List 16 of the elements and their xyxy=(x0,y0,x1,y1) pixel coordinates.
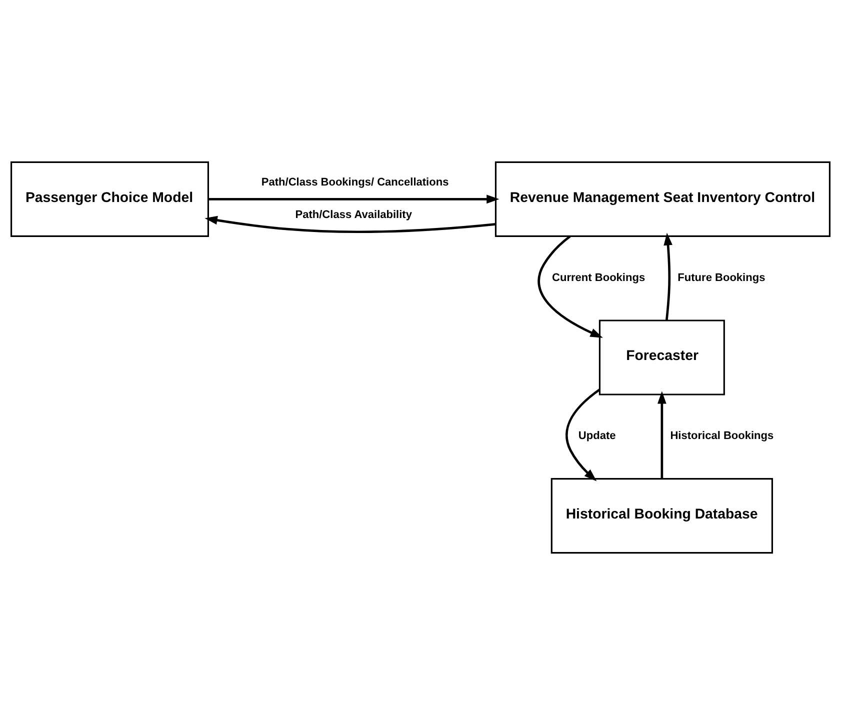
node-box: Forecaster xyxy=(598,319,725,395)
arrow xyxy=(208,194,500,204)
node-box: Revenue Management Seat Inventory Control xyxy=(494,160,830,236)
arrow xyxy=(538,234,603,338)
arrow xyxy=(204,215,496,233)
edge-label: Update xyxy=(578,430,616,442)
edge-label: Historical Bookings xyxy=(670,430,774,442)
edge-label: Path/Class Bookings/ Cancellations xyxy=(261,176,449,188)
arrow xyxy=(664,232,672,320)
edge-label: Current Bookings xyxy=(552,271,646,284)
edge-label: Path/Class Availability xyxy=(295,208,412,220)
edge-label: Future Bookings xyxy=(678,271,766,284)
node-box: Passenger Choice Model xyxy=(10,160,209,236)
arrow xyxy=(658,390,666,478)
arrow xyxy=(566,388,600,481)
node-box: Historical Booking Database xyxy=(550,478,773,554)
